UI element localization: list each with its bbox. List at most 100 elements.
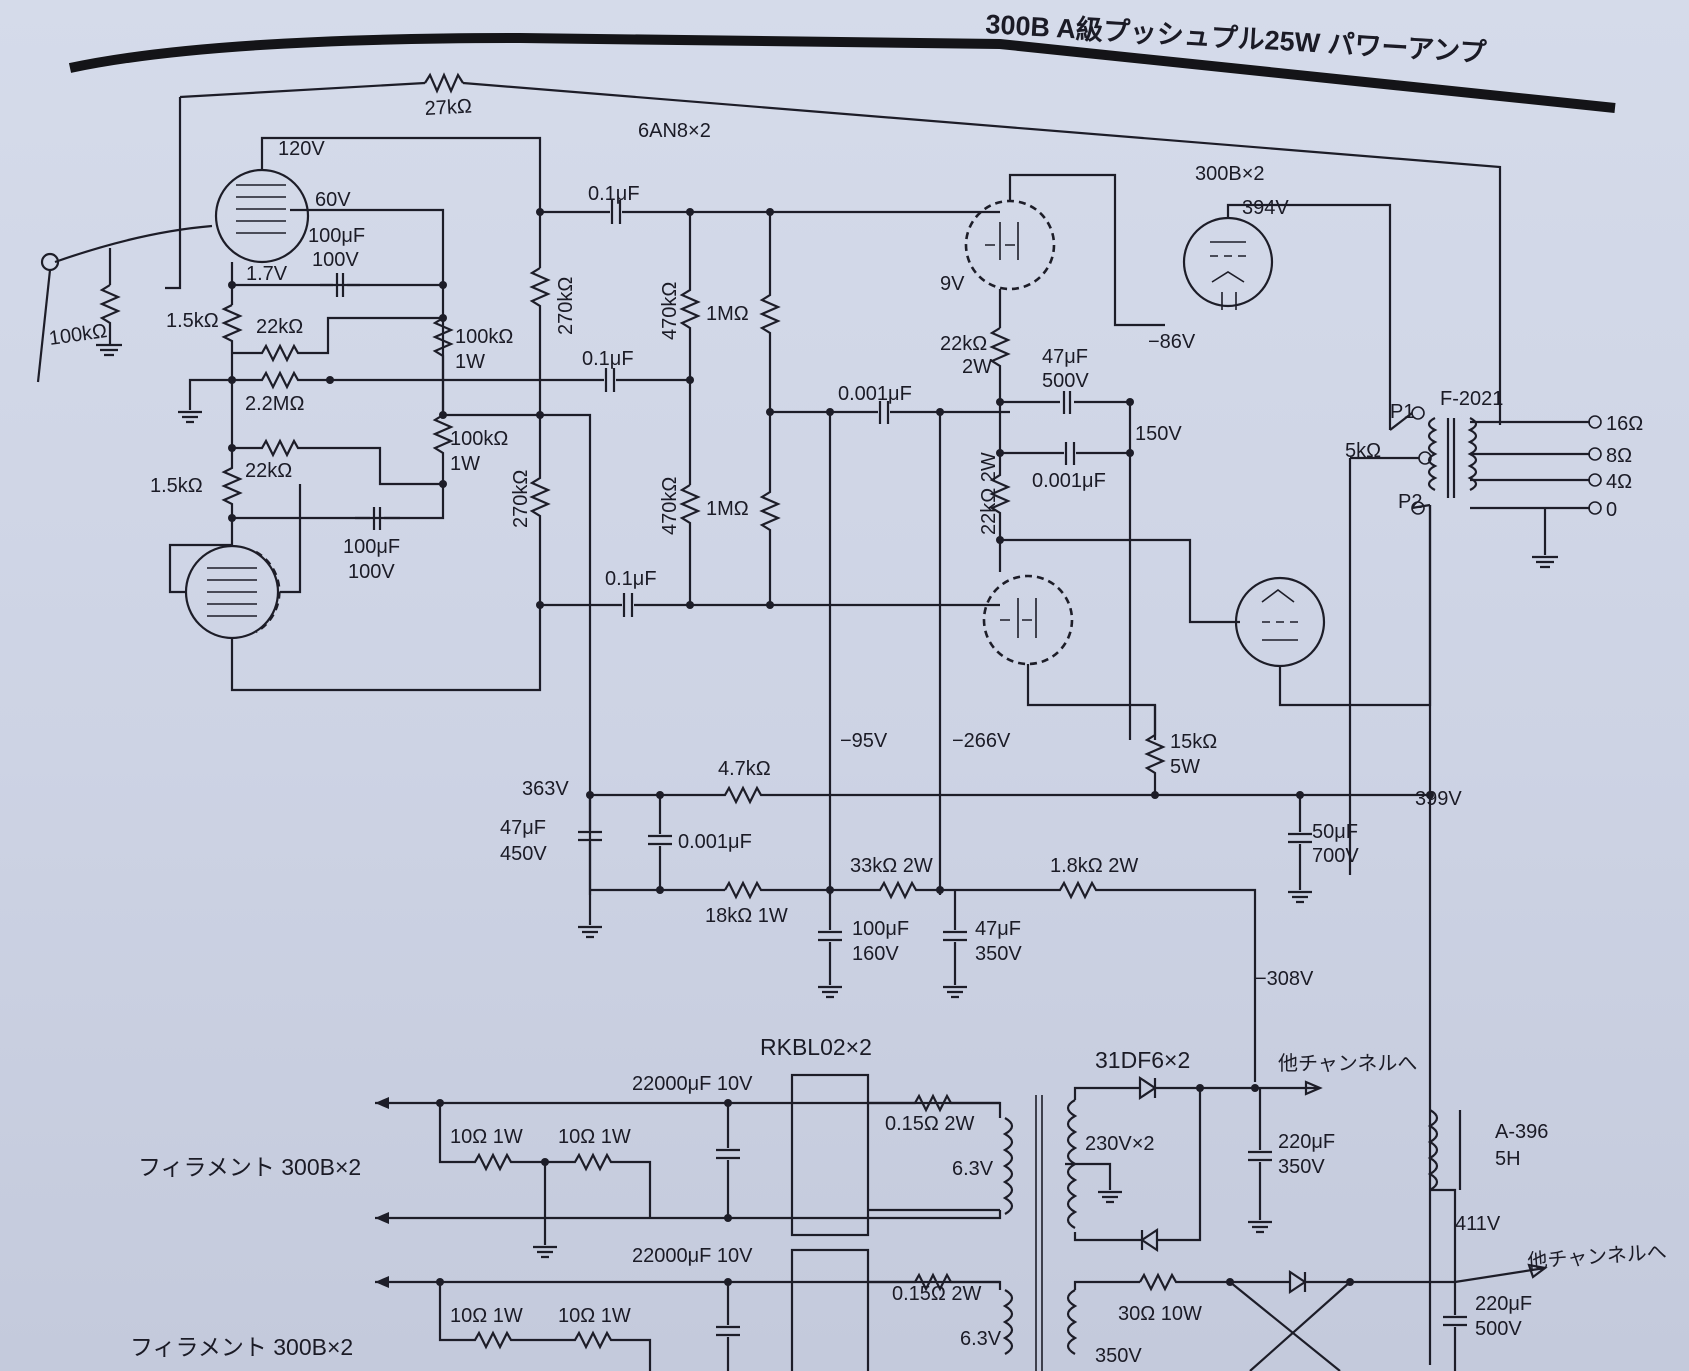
label-1.8k-2w: 1.8kΩ 2W [1050,855,1138,877]
label-5w: 5W [1170,756,1200,778]
feedback-resistor-27k [424,72,464,94]
label-10-1w-a: 10Ω 1W [450,1126,523,1148]
label-450v: 450V [500,843,547,865]
grid-resistor-470k-upper [679,212,701,485]
resistor-15k-5w [1144,705,1166,795]
label-100k-1w-b: 100kΩ [450,428,508,450]
label-1w-b: 1W [450,453,480,475]
tube-6an8-upper [214,168,310,264]
label-0ohm: 0 [1606,499,1617,521]
label-6.3v-a: 6.3V [952,1158,994,1180]
plate-resistor-270k-lower [529,415,551,605]
header-rule [68,32,1616,113]
output-transformer [1427,417,1478,498]
cap-220uf-500v [1443,1282,1467,1371]
label-47uf-350: 47μF [975,918,1021,940]
label-filament-a: フィラメント 300B×2 [138,1154,361,1180]
label-270k-a: 270kΩ [555,277,577,335]
label-1.7v: 1.7V [246,263,288,285]
label-230vx2: 230V×2 [1085,1133,1155,1155]
label-p2: P2 [1398,491,1422,513]
label-0.001uf-b: 0.001μF [1032,470,1106,492]
label-0.15-2w-b: 0.15Ω 2W [892,1283,982,1305]
label-60v: 60V [315,189,351,211]
coupling-cap-0.1uf-upper [600,200,1000,224]
label-150v: 150V [1135,423,1182,445]
grid-resistor-1m-upper [759,212,781,412]
label-160v: 160V [852,943,899,965]
label-18k-1w: 18kΩ 1W [705,905,788,927]
label-0.001uf-c: 0.001μF [678,831,752,853]
resistor-22k-upper [232,316,443,363]
label-363v: 363V [522,778,569,800]
label-0.1uf-a: 0.1μF [588,183,640,205]
grid-resistor-470k-lower [679,484,701,605]
label-6.3v-b: 6.3V [960,1328,1002,1350]
label-6an8: 6AN8×2 [638,120,711,142]
resistor-30-10w [1139,1272,1230,1292]
resistor-100k-1w-lower [432,414,454,484]
label-22000uf-b: 22000μF 10V [632,1245,753,1267]
resistor-2.2m [232,370,588,390]
diode-31df6-lower [1130,1088,1202,1253]
cap-0.001uf-decouple [1000,442,1130,465]
label-30-10w: 30Ω 10W [1118,1303,1202,1325]
filament-resistor-10-1w-d [545,1330,652,1371]
label-1.5k-a: 1.5kΩ [166,310,219,332]
label-minus-266v: −266V [952,730,1011,752]
bridge-rkbl02-a [790,1073,870,1237]
label-300b: 300B×2 [1195,163,1265,185]
label-394v: 394V [1242,197,1289,219]
label-10-1w-d: 10Ω 1W [558,1305,631,1327]
cap-47uf-500v [1000,391,1130,414]
cathode-resistor-1.5k-upper [221,304,243,420]
label-2w: 2W [962,356,992,378]
cap-50uf-700v [1288,795,1312,904]
tube-300b-upper [1182,216,1274,308]
page-title: 300B A級プッシュプル25W パワーアンプ [985,8,1489,68]
transformer-secondary-6.3v-b [1002,1289,1014,1355]
label-4.7k: 4.7kΩ [718,758,771,780]
label-f2021: F-2021 [1440,388,1503,410]
resistor-33k-2w [830,880,940,900]
label-500v: 500V [1042,370,1089,392]
plate-resistor-22k-2w-upper [989,327,1011,455]
resistor-1.8k-2w [940,880,1257,1082]
label-47uf: 47μF [1042,346,1088,368]
label-350v-c: 350V [1095,1345,1142,1367]
label-220uf-500: 220μF [1475,1293,1532,1315]
cap-22000uf-10v-b [716,1282,740,1371]
label-22k-a: 22kΩ [256,316,303,338]
label-p1: P1 [1390,401,1414,423]
coupling-cap-0.1uf-mid [588,368,690,392]
label-33k-2w: 33kΩ 2W [850,855,933,877]
cap-47uf-350v [943,890,967,999]
label-5h: 5H [1495,1148,1521,1170]
plate-resistor-270k-upper [529,267,551,415]
label-other-channel-a: 他チャンネルへ [1278,1052,1417,1075]
label-0.001uf-a: 0.001μF [838,383,912,405]
label-1w-a: 1W [455,351,485,373]
cap-100uf-100v-lower [355,507,400,530]
coupling-cap-0.1uf-lower [540,593,1000,617]
cap-47uf-450v [578,795,602,890]
label-350v-b: 350V [1278,1156,1325,1178]
transformer-secondary-6.3v-a [1002,1117,1014,1215]
label-0.15-2w-a: 0.15Ω 2W [885,1113,975,1135]
tube-6an8-triode-lower [982,574,1074,666]
label-22k-2w-a: 22kΩ [940,333,987,355]
cap-100uf-160v [818,890,842,999]
label-minus-86v: −86V [1148,331,1196,353]
diode-31df6-upper [1130,1075,1255,1101]
label-15k: 15kΩ [1170,731,1217,753]
label-100v: 100V [312,249,359,271]
label-other-channel-b: 他チャンネルへ [1527,1240,1668,1273]
label-399v: 399V [1415,788,1462,810]
label-100k-1w-a: 100kΩ [455,326,513,348]
label-10-1w-c: 10Ω 1W [450,1305,523,1327]
label-22k-b: 22kΩ [245,460,292,482]
plate-resistor-22k-2w-lower [989,453,1011,572]
choke-a-396 [1427,1109,1462,1191]
input-resistor-100k [99,284,121,345]
